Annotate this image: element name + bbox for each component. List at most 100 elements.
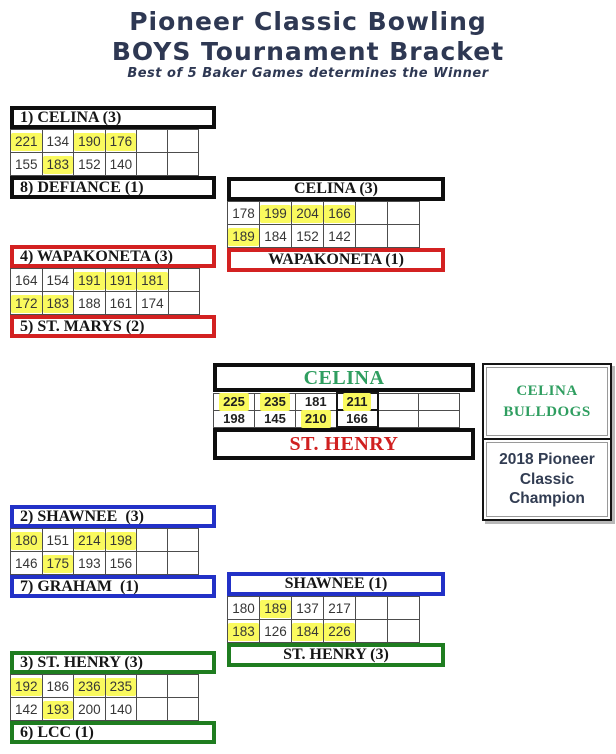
score-cell: 145 xyxy=(254,409,296,428)
score-value: 126 xyxy=(264,623,287,639)
winning-score-highlight: 172 xyxy=(11,294,42,313)
score-cell: 181 xyxy=(295,392,337,411)
score-cell: 236 xyxy=(73,674,106,698)
team-label: CELINA (3) xyxy=(293,180,378,197)
champion-caption: 2018 Pioneer Classic Champion xyxy=(486,442,608,517)
score-value: 198 xyxy=(223,411,245,426)
score-cell: 198 xyxy=(213,409,255,428)
score-cell: 137 xyxy=(291,596,324,620)
team-label-box-top: CELINA xyxy=(213,363,475,392)
team-label-box-bottom: 7) GRAHAM (1) xyxy=(10,575,216,598)
winning-score-highlight: 226 xyxy=(324,622,355,641)
winning-score-highlight: 204 xyxy=(292,204,323,223)
winning-score-highlight: 235 xyxy=(105,677,137,696)
empty-score-cell xyxy=(136,528,169,552)
team-label: 2) SHAWNEE (3) xyxy=(20,507,145,525)
score-cell: 217 xyxy=(323,596,356,620)
empty-score-cell xyxy=(355,619,388,643)
score-cell: 175 xyxy=(41,551,75,575)
team-label: CELINA xyxy=(303,366,385,389)
score-cell: 226 xyxy=(323,619,356,643)
score-value: 186 xyxy=(46,678,70,694)
winning-score-highlight: 184 xyxy=(292,622,323,641)
score-cell: 183 xyxy=(227,619,260,643)
score-value: 180 xyxy=(232,600,255,616)
empty-score-cell xyxy=(418,409,460,428)
score-cell: 166 xyxy=(323,201,356,225)
score-cell: 126 xyxy=(259,619,292,643)
score-cell: 188 xyxy=(73,291,106,315)
team-label: 6) LCC (1) xyxy=(20,723,94,741)
score-cell: 142 xyxy=(10,697,43,721)
team-label-box-top: 2) SHAWNEE (3) xyxy=(10,505,216,528)
score-cell: 199 xyxy=(259,201,292,225)
winning-score-highlight: 221 xyxy=(11,132,42,151)
champion-panel: CELINA BULLDOGS 2018 Pioneer Classic Cha… xyxy=(482,363,612,521)
winning-score-highlight: 166 xyxy=(324,204,355,223)
empty-score-cell xyxy=(167,268,200,292)
team-label-box-top: 1) CELINA (3) xyxy=(10,106,216,129)
score-cell: 166 xyxy=(335,409,379,428)
winning-score-highlight: 210 xyxy=(300,410,331,428)
winning-score-highlight: 191 xyxy=(74,271,105,290)
score-value: 140 xyxy=(109,156,133,172)
empty-score-cell xyxy=(136,551,169,575)
score-cell: 152 xyxy=(73,152,106,176)
team-label: 1) CELINA (3) xyxy=(20,108,122,126)
score-cell: 204 xyxy=(291,201,324,225)
empty-score-cell xyxy=(387,201,420,225)
winning-score-highlight: 180 xyxy=(11,531,42,550)
score-cell: 184 xyxy=(259,224,292,248)
score-cell: 198 xyxy=(104,528,138,552)
score-cell: 210 xyxy=(295,409,337,428)
score-cell: 221 xyxy=(10,129,43,153)
score-value: 193 xyxy=(78,555,101,571)
score-cell: 142 xyxy=(323,224,356,248)
empty-score-cell xyxy=(387,619,420,643)
score-cell: 214 xyxy=(73,528,106,552)
score-value: 151 xyxy=(46,532,70,548)
champion-team-box: CELINA BULLDOGS xyxy=(482,363,612,440)
winning-score-highlight: 190 xyxy=(74,132,105,151)
score-cell: 151 xyxy=(41,528,75,552)
score-value: 174 xyxy=(141,295,164,311)
score-cell: 189 xyxy=(227,224,260,248)
score-value: 140 xyxy=(109,701,133,717)
team-label-box-top: 4) WAPAKONETA (3) xyxy=(10,245,216,268)
score-cell: 172 xyxy=(10,291,43,315)
winning-score-highlight: 189 xyxy=(260,599,291,618)
score-cell: 156 xyxy=(104,551,138,575)
score-cell: 164 xyxy=(10,268,43,292)
score-value: 142 xyxy=(15,701,38,717)
winning-score-highlight: 189 xyxy=(228,227,259,246)
winning-score-highlight: 192 xyxy=(11,677,42,696)
empty-score-cell xyxy=(387,596,420,620)
score-value: 164 xyxy=(15,272,38,288)
score-cell: 235 xyxy=(104,674,138,698)
empty-score-cell xyxy=(136,152,169,176)
empty-score-cell xyxy=(167,291,200,315)
team-label-box-top: 3) ST. HENRY (3) xyxy=(10,651,216,674)
score-cell: 174 xyxy=(136,291,169,315)
page-title-line2: BOYS Tournament Bracket xyxy=(111,37,505,66)
score-cell: 193 xyxy=(41,697,75,721)
winning-score-highlight: 175 xyxy=(42,554,74,573)
score-value: 184 xyxy=(264,228,287,244)
score-value: 178 xyxy=(232,205,255,221)
empty-score-cell xyxy=(355,224,388,248)
score-cell: 181 xyxy=(136,268,169,292)
winning-score-highlight: 176 xyxy=(105,132,137,151)
team-label-box-top: SHAWNEE (1) xyxy=(227,572,445,596)
